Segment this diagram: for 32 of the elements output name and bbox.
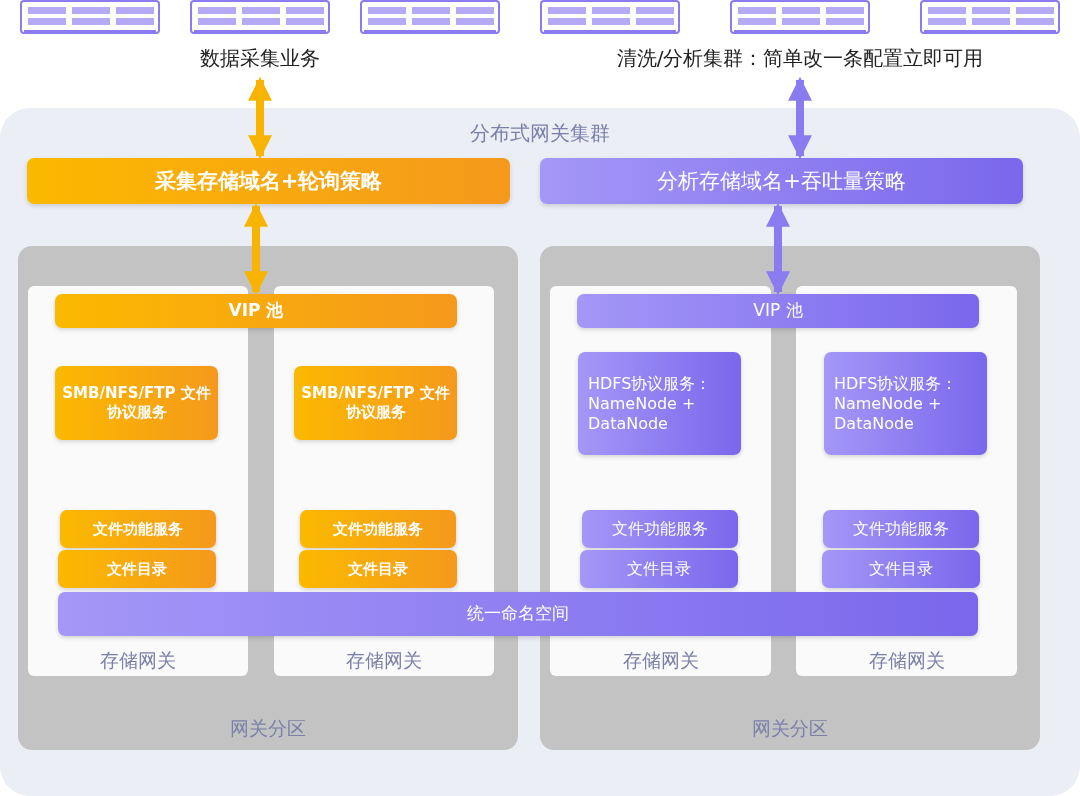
partition-panel	[18, 246, 518, 750]
gateway-label: 存储网关	[867, 648, 946, 673]
service-box: 文件目录	[299, 550, 457, 588]
gateway-label: 存储网关	[99, 648, 177, 673]
pool-bar: VIP 池	[577, 294, 979, 328]
cluster-title: 分布式网关集群	[469, 120, 611, 147]
double-arrow	[244, 202, 268, 296]
gateway-label: 存储网关	[621, 648, 700, 673]
pool-bar: VIP 池	[55, 294, 457, 328]
service-box: 文件功能服务	[582, 510, 738, 548]
double-arrow	[788, 76, 812, 160]
service-box: 文件目录	[580, 550, 738, 588]
double-arrow	[766, 202, 790, 296]
namespace-bar: 统一命名空间	[58, 592, 978, 636]
partition-label: 网关分区	[229, 716, 307, 741]
domain-bar: 采集存储域名+轮询策略	[27, 158, 510, 204]
group-label: 数据采集业务	[199, 45, 321, 72]
cluster-panel	[0, 108, 1080, 796]
double-arrow	[248, 76, 272, 160]
service-box: 文件功能服务	[300, 510, 456, 548]
service-box: SMB/NFS/FTP 文件协议服务	[55, 366, 218, 440]
service-box: 文件功能服务	[60, 510, 216, 548]
service-box: HDFS协议服务：NameNode + DataNode	[824, 352, 987, 455]
domain-bar: 分析存储域名+吞吐量策略	[540, 158, 1023, 204]
service-box: 文件目录	[822, 550, 980, 588]
service-box: SMB/NFS/FTP 文件协议服务	[294, 366, 457, 440]
group-label: 清洗/分析集群：简单改一条配置立即可用	[615, 45, 985, 72]
gateway-label: 存储网关	[345, 648, 423, 673]
partition-label: 网关分区	[751, 716, 829, 741]
service-box: HDFS协议服务：NameNode + DataNode	[578, 352, 741, 455]
service-box: 文件目录	[58, 550, 216, 588]
service-box: 文件功能服务	[823, 510, 979, 548]
